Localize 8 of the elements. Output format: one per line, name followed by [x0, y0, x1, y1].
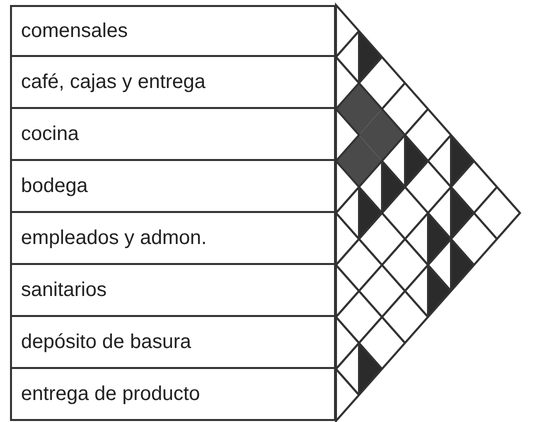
row-label: bodega	[10, 159, 336, 213]
row-label: sanitarios	[10, 263, 336, 317]
row-label: café, cajas y entrega	[10, 55, 336, 109]
row-label: empleados y admon.	[10, 211, 336, 265]
row-label: depósito de basura	[10, 315, 336, 369]
row-label: entrega de producto	[10, 367, 336, 421]
row-label: comensales	[10, 5, 336, 57]
row-label: cocina	[10, 107, 336, 161]
